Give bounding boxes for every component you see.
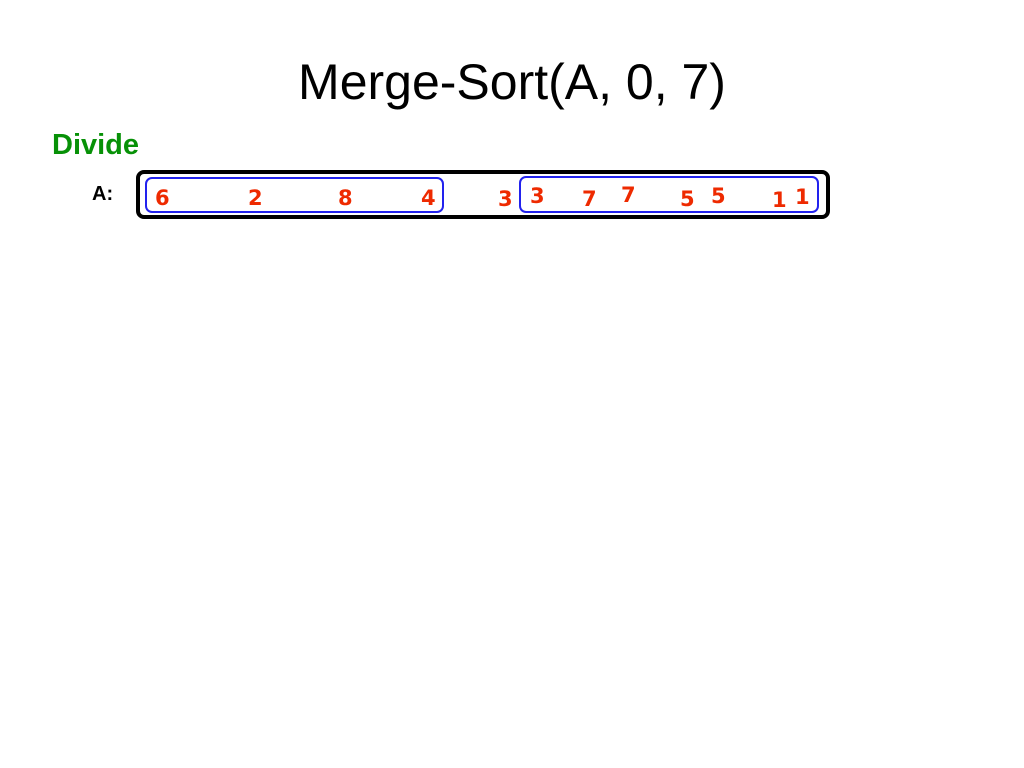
array-box (136, 170, 830, 219)
array-element: 1 (772, 188, 787, 212)
right-half-element: 1 (795, 185, 810, 209)
array-element: 5 (680, 187, 695, 211)
array-element: 4 (421, 186, 436, 210)
array-element: 7 (582, 187, 597, 211)
slide-title: Merge-Sort(A, 0, 7) (298, 54, 726, 110)
array-element: 6 (155, 186, 170, 210)
left-half-box (145, 177, 444, 213)
array-element: 2 (248, 186, 263, 210)
step-label: Divide (52, 129, 140, 161)
array-element: 8 (338, 186, 353, 210)
array-label: A: (92, 183, 114, 205)
right-half-element: 7 (621, 183, 636, 207)
array-element: 3 (498, 187, 513, 211)
right-half-element: 5 (711, 184, 726, 208)
right-half-box (519, 176, 819, 213)
right-half-element: 3 (530, 184, 545, 208)
